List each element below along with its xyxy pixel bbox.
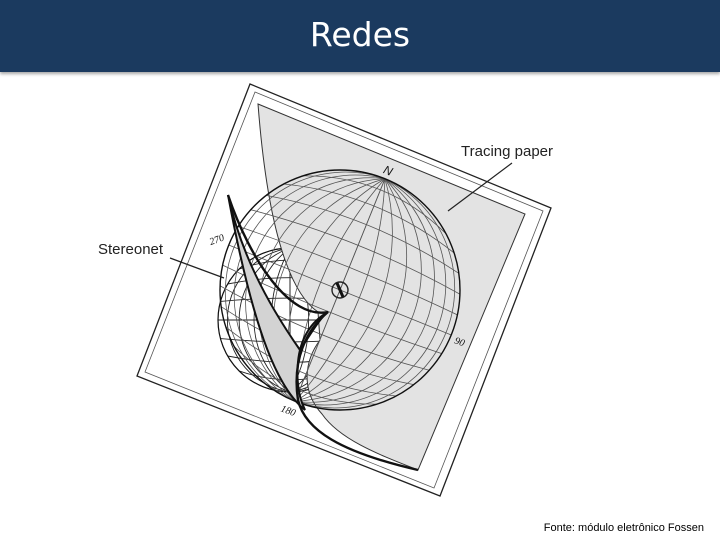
net-small-circle <box>238 226 458 316</box>
tracing-paper-label: Tracing paper <box>461 143 553 160</box>
stereonet-leader <box>169 257 225 279</box>
net-small-circle <box>220 285 430 371</box>
stereonet-label: Stereonet <box>98 241 164 258</box>
degree-90-label: 90 <box>453 336 466 350</box>
tracing-paper-curl <box>227 194 329 411</box>
tracing-paper-sheet <box>257 103 526 471</box>
center-pin-needle <box>335 282 345 298</box>
net-small-circle <box>302 175 447 234</box>
degree-270-label: 270 <box>208 233 226 248</box>
tracing-paper-leader <box>447 162 513 212</box>
base-sheet-inner-edge <box>144 91 544 489</box>
title-bar: Redes <box>0 0 720 72</box>
center-pin <box>331 281 349 299</box>
net-small-circle <box>266 195 460 274</box>
net-small-circle <box>220 306 414 385</box>
net-small-circle <box>250 209 460 295</box>
stereonet-primitive-circle <box>219 169 461 411</box>
net-small-circle <box>283 183 455 254</box>
tracing-paper-fold-line <box>226 194 419 472</box>
degree-180-label: 180 <box>279 404 297 419</box>
net-small-circle <box>225 326 397 397</box>
stereonet-grid <box>220 170 460 410</box>
slide-title: Redes <box>309 15 411 54</box>
source-caption: Fonte: módulo eletrônico Fossen <box>543 522 704 534</box>
